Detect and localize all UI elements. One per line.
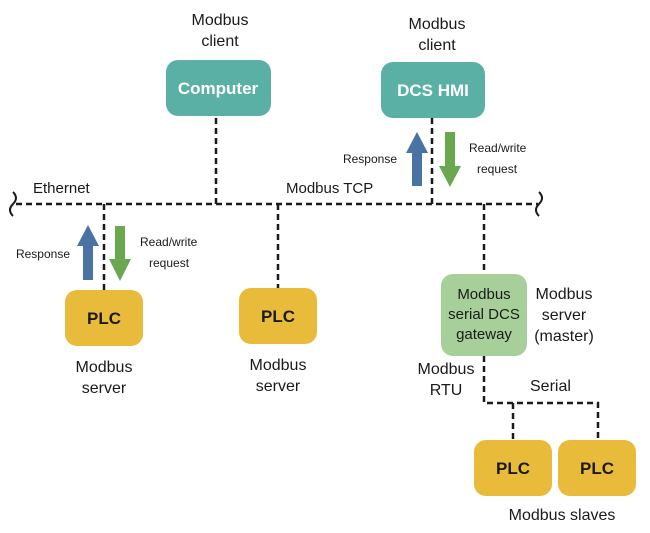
gateway-node[interactable]: Modbus serial DCS gateway xyxy=(441,274,527,356)
modbus-rtu-label-line1: Modbus xyxy=(418,361,475,378)
plc2-node[interactable]: PLC xyxy=(239,288,317,344)
computer-role-line2: client xyxy=(201,33,239,50)
modbus-rtu-label-line2: RTU xyxy=(430,382,463,399)
gateway-role-line1: Modbus xyxy=(536,286,593,303)
plc1-role-line1: Modbus xyxy=(76,359,133,376)
computer-node[interactable]: Computer xyxy=(166,60,271,116)
dcs-hmi-box xyxy=(381,62,485,118)
plc2-role-line1: Modbus xyxy=(250,357,307,374)
computer-box xyxy=(166,60,271,116)
plc2-role-line2: server xyxy=(256,378,301,395)
plc1-request-arrow xyxy=(109,226,131,281)
plc2-label: PLC xyxy=(261,307,295,326)
slave-plc1-node[interactable]: PLC xyxy=(474,440,552,496)
slave-plc1-label: PLC xyxy=(496,459,530,478)
gateway-label-line3: gateway xyxy=(456,326,512,343)
plc1-box xyxy=(65,290,143,346)
hmi-request-label-line2: request xyxy=(477,162,518,176)
gateway-label-line2: serial DCS xyxy=(448,306,520,323)
ethernet-bus xyxy=(9,191,543,217)
hmi-request-arrow xyxy=(439,132,461,187)
dcs-hmi-label: DCS HMI xyxy=(397,81,469,100)
hmi-request-label-line1: Read/write xyxy=(469,141,527,155)
hmi-response-label: Response xyxy=(343,152,397,166)
modbus-tcp-label: Modbus TCP xyxy=(286,180,373,197)
hmi-response-arrow xyxy=(406,132,428,186)
computer-role-line1: Modbus xyxy=(192,12,249,29)
plc1-role-line2: server xyxy=(82,380,127,397)
slave-plc1-box xyxy=(474,440,552,496)
slave-plc2-box xyxy=(558,440,636,496)
gateway-label-line1: Modbus xyxy=(457,286,510,303)
serial-label: Serial xyxy=(530,378,571,395)
plc1-label: PLC xyxy=(87,309,121,328)
ethernet-label: Ethernet xyxy=(33,180,91,197)
slave-plc2-label: PLC xyxy=(580,459,614,478)
serial-line xyxy=(482,356,600,440)
modbus-slaves-caption: Modbus slaves xyxy=(509,507,616,524)
plc1-response-arrow xyxy=(77,225,99,280)
gateway-role-line3: (master) xyxy=(534,328,594,345)
plc1-request-label-line2: request xyxy=(149,256,190,270)
dcs-hmi-node[interactable]: DCS HMI xyxy=(381,62,485,118)
plc1-response-label: Response xyxy=(16,247,70,261)
gateway-role-line2: server xyxy=(542,307,587,324)
plc1-request-label-line1: Read/write xyxy=(140,235,198,249)
computer-label: Computer xyxy=(178,79,259,98)
slave-plc2-node[interactable]: PLC xyxy=(558,440,636,496)
plc2-box xyxy=(239,288,317,344)
plc1-node[interactable]: PLC xyxy=(65,290,143,346)
gateway-box xyxy=(441,274,527,356)
hmi-role-line2: client xyxy=(418,37,456,54)
hmi-role-line1: Modbus xyxy=(409,16,466,33)
